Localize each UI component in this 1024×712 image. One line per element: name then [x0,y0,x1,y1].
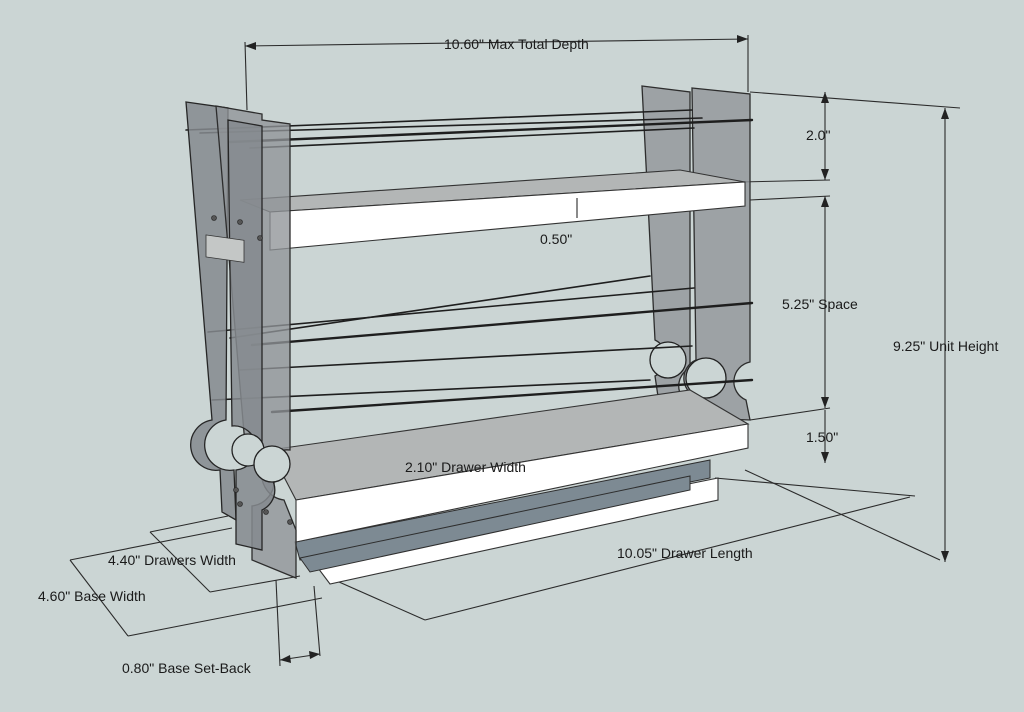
panel-hole [685,357,727,399]
label-shelf-thickness: 0.50" [540,231,572,247]
screw [233,487,239,493]
label-base-setback: 0.80" Base Set-Back [122,660,252,676]
arrow-head [821,452,829,463]
ext-shelf [739,179,831,183]
bottom-drawer-assembly [269,389,750,585]
screw [263,509,269,515]
dimension-labels: 10.60" Max Total Depth 2.0" 0.50" 5.25" … [38,36,998,676]
rod [228,118,754,144]
ext-shelf-bottom [749,195,831,201]
screw [287,519,293,525]
rod [249,127,695,149]
arrow-head [941,108,949,119]
arrow-head [309,651,320,659]
depth-ext-left [244,41,248,111]
ext-drawer [749,407,831,421]
setback-ext-right [313,585,321,657]
panel-hole [649,341,687,379]
arrow-head [280,655,291,663]
depth-dim-line [244,38,749,47]
arrow-head [941,551,949,562]
ext-drawer-length [714,477,916,497]
arrow-head [737,35,748,43]
rod [239,345,693,371]
drawer-slide [294,459,711,561]
front-panels [185,101,297,579]
arrow-head [821,169,829,180]
rod [250,301,754,347]
ext-bottom [744,469,941,561]
label-drawer-width: 2.10" Drawer Width [405,459,526,475]
arrow-head [821,196,829,207]
mount-bracket [205,234,245,263]
drawer-length-dim [424,496,911,621]
label-unit-height: 9.25" Unit Height [893,338,998,354]
setback-ext-left [275,579,281,667]
label-drawer-length: 10.05" Drawer Length [617,545,753,561]
label-space: 5.25" Space [782,296,858,312]
base-width-top [69,527,233,561]
label-top-gap: 2.0" [806,127,830,143]
screw [257,235,263,241]
drawers-width-dim-a [149,515,229,533]
base-width-ext [69,559,129,637]
arrow-head [821,92,829,103]
back-right-panel [683,87,751,421]
ext-top [749,91,961,109]
label-base-gap: 1.50" [806,429,838,445]
screw [237,219,243,225]
arrow-head [821,397,829,408]
ext-drawer-length-left [329,577,426,621]
screw [237,501,243,507]
screw [211,215,217,221]
rod [270,378,754,414]
rod [229,275,651,339]
arrow-head [245,42,256,50]
back-panels [641,85,751,421]
drawers-width-dim-b [209,575,301,593]
dimension-lines [69,35,961,667]
middle-rail-rods [207,275,754,414]
label-base-width: 4.60" Base Width [38,588,146,604]
base-rail [299,475,691,573]
panel-hole [253,445,291,483]
drawer-front-face [295,423,749,543]
base-width-dim [127,597,323,637]
label-max-total-depth: 10.60" Max Total Depth [444,36,589,52]
label-drawers-width: 4.40" Drawers Width [108,552,236,568]
